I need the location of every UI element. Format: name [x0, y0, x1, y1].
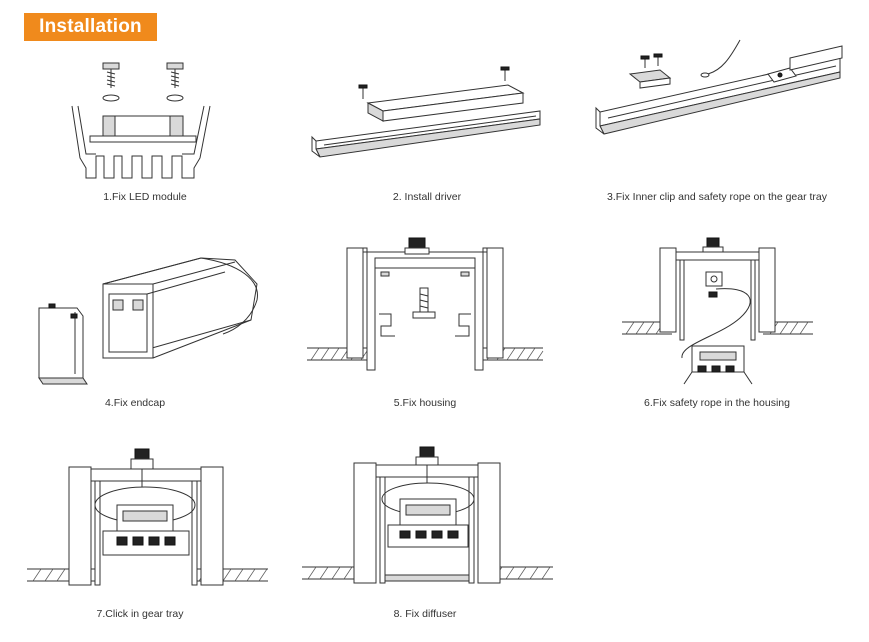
- step-2-caption: 2. Install driver: [392, 191, 462, 203]
- safety-rope-diagram: [622, 237, 813, 385]
- inner-clip-diagram: [595, 39, 843, 135]
- step-8-caption: 8. Fix diffuser: [393, 608, 457, 620]
- step-7-illustration: [25, 445, 270, 600]
- step-4-caption: 4.Fix endcap: [104, 397, 166, 409]
- screw-icon: [640, 53, 663, 68]
- endcap-diagram: [38, 257, 258, 385]
- step-5-illustration: [305, 234, 545, 374]
- step-7-caption: 7.Click in gear tray: [96, 608, 184, 620]
- step-1-illustration: [70, 58, 220, 183]
- screw-icon: [166, 62, 184, 102]
- step-8-illustration: [300, 445, 555, 595]
- housing-diagram: [307, 237, 544, 371]
- led-module-diagram: [71, 62, 211, 179]
- step-6-illustration: [620, 234, 815, 394]
- step-2-illustration: [308, 65, 548, 165]
- screw-icon: [102, 62, 120, 102]
- step-6-caption: 6.Fix safety rope in the housing: [644, 397, 790, 409]
- driver-diagram: [311, 66, 541, 158]
- step-4-illustration: [25, 250, 265, 385]
- section-title: Installation: [24, 13, 157, 41]
- step-1-caption: 1.Fix LED module: [103, 191, 187, 203]
- diffuser-diagram: [302, 446, 553, 584]
- step-5-caption: 5.Fix housing: [393, 397, 457, 409]
- screw-icon: [358, 84, 368, 99]
- gear-tray-click-diagram: [27, 448, 268, 586]
- step-3-caption: 3.Fix Inner clip and safety rope on the …: [606, 191, 828, 203]
- screw-icon: [48, 303, 78, 319]
- step-3-illustration: [590, 38, 845, 148]
- screw-icon: [500, 66, 510, 81]
